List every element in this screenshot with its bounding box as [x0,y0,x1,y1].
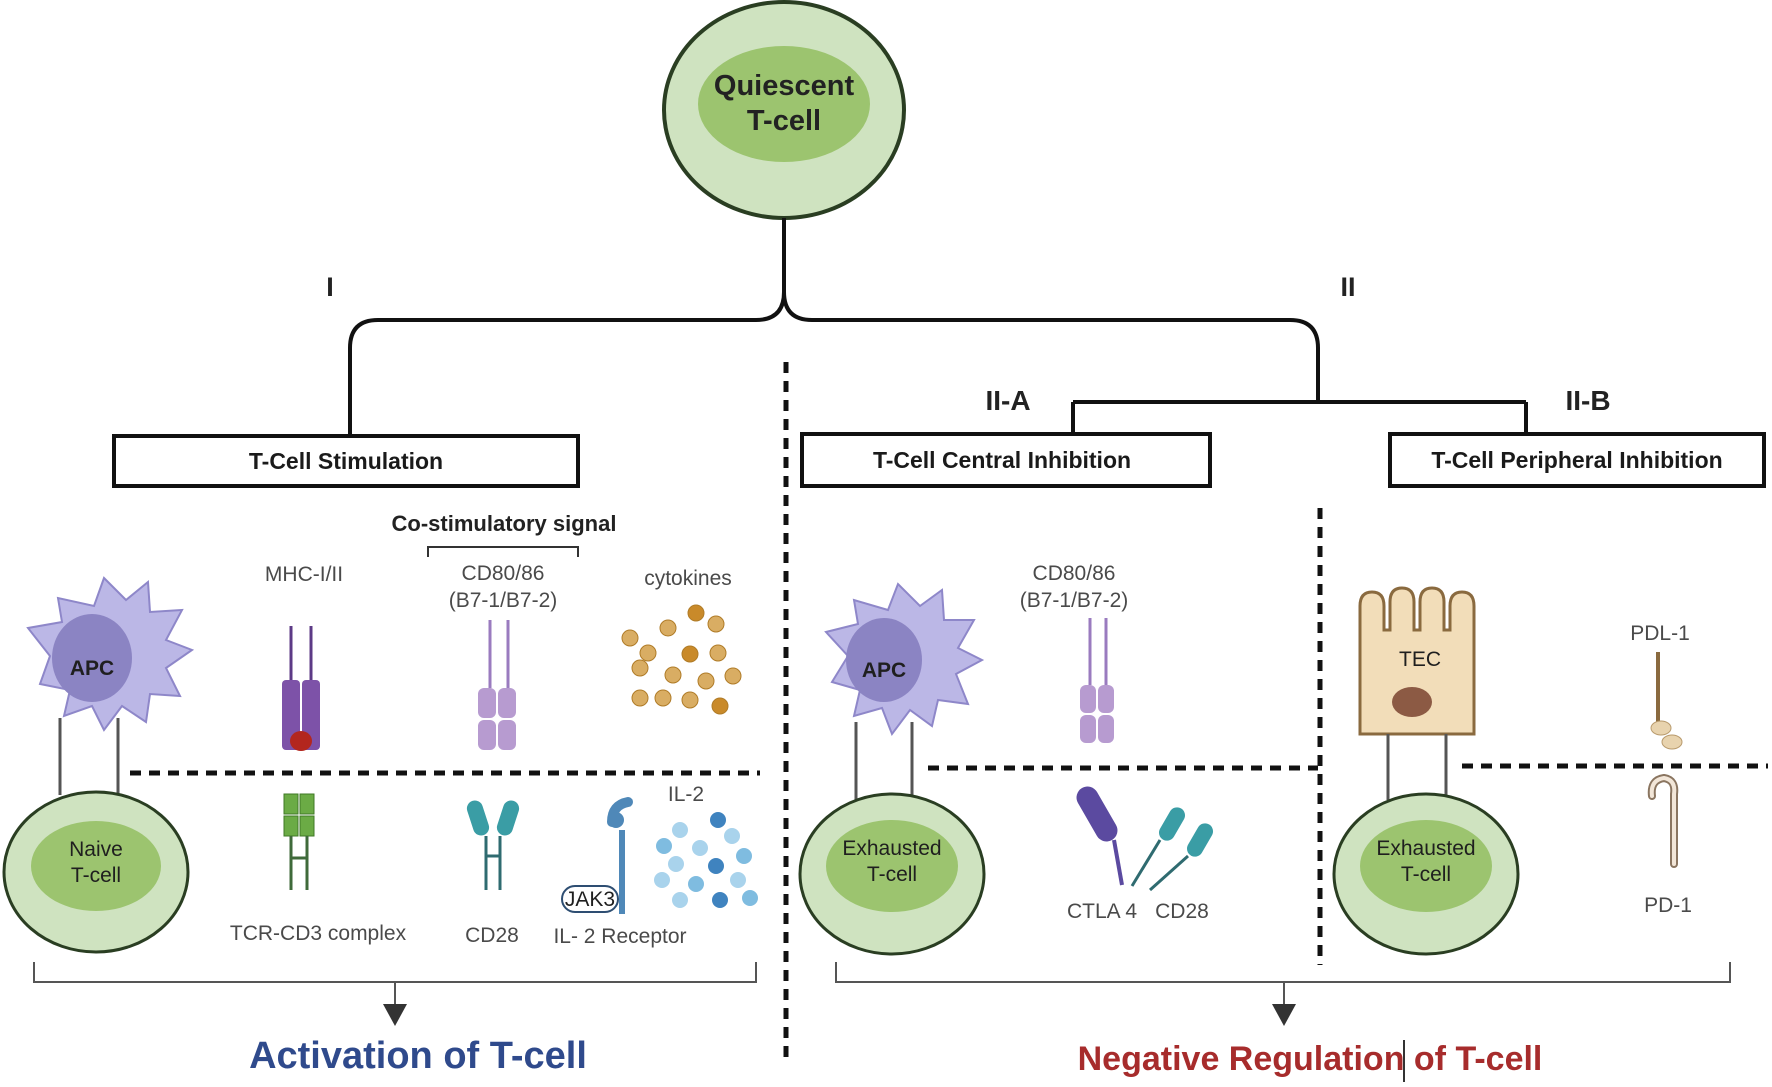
tec-cell: TEC [1358,586,1476,736]
il2-receptor-label: IL- 2 Receptor [553,925,686,948]
quiescent-t-cell: Quiescent T-cell [662,0,906,220]
cd80-central-label-line2: (B7-1/B7-2) [1020,589,1129,612]
pd1-label: PD-1 [1644,894,1692,917]
costim-header: Co-stimulatory signal [392,511,617,536]
branch-label-i: I [326,272,334,302]
ctla4-receptor [1076,786,1124,886]
cytokines-label: cytokines [644,567,732,590]
exhausted-t-cell-peripheral: Exhausted T-cell [1332,792,1520,956]
exhausted-peripheral-line2: T-cell [1401,863,1451,886]
activation-outcome: Activation of T-cell [249,1035,587,1077]
cd28-label: CD28 [465,924,519,947]
apc-cell-central: APC [824,582,985,737]
exhausted-peripheral-line1: Exhausted [1376,837,1475,860]
exhausted-central-line1: Exhausted [842,837,941,860]
exhausted-t-cell-central: Exhausted T-cell [798,792,986,956]
tec-label: TEC [1399,648,1441,671]
tec-exhausted-stalks [1386,734,1448,800]
pd1-receptor [1647,773,1679,868]
box-central-title: T-Cell Central Inhibition [873,447,1131,473]
box-t-cell-central-inhibition: T-Cell Central Inhibition [800,432,1212,488]
branch-label-ii: II [1340,272,1355,302]
naive-t-cell: Naive T-cell [2,790,190,954]
mhc-label: MHC-I/II [265,563,343,586]
root-label-line1: Quiescent [714,70,855,102]
cd80-86-receptor-central [1080,618,1114,743]
branch-label-ii-b: II-B [1565,385,1610,416]
box-stimulation-title: T-Cell Stimulation [249,448,443,474]
naive-label-line1: Naive [69,838,123,861]
costim-bracket [427,546,579,557]
tree-connectors [348,218,1528,436]
cd80-label-line2: (B7-1/B7-2) [449,589,558,612]
exhausted-central-line2: T-cell [867,863,917,886]
il2-particles [654,812,758,908]
mhc-receptor [282,626,320,751]
pdl1-label: PDL-1 [1630,622,1690,645]
cd80-label-line1: CD80/86 [462,562,545,585]
apc-central-label: APC [862,659,906,682]
il2-receptor [607,797,633,914]
cd80-central-label-line1: CD80/86 [1033,562,1116,585]
negative-regulation-outcome: Negative Regulation of T-cell [1078,1040,1543,1078]
box-t-cell-peripheral-inhibition: T-Cell Peripheral Inhibition [1388,432,1766,488]
cd28-receptor [466,800,520,890]
jak3-label: JAK3 [565,888,615,911]
tcr-cd3-label: TCR-CD3 complex [230,922,407,945]
naive-label-line2: T-cell [71,864,121,887]
il2-label: IL-2 [668,783,704,806]
jak3-kinase: JAK3 [561,885,619,913]
box-t-cell-stimulation: T-Cell Stimulation [112,434,580,488]
root-label-line2: T-cell [747,105,821,137]
box-peripheral-title: T-Cell Peripheral Inhibition [1431,447,1722,473]
negative-arrow-icon [1272,1004,1296,1026]
ctla4-label: CTLA 4 [1067,900,1137,923]
apc-label: APC [70,657,114,680]
pdl1-ligand [1650,652,1683,750]
cd28-central-label: CD28 [1155,900,1209,923]
tcr-cd3-complex [283,793,315,890]
negative-bracket [835,962,1731,1006]
apc-cell: APC [26,576,195,732]
branch-label-ii-a: II-A [985,385,1030,416]
activation-arrow-icon [383,1004,407,1026]
cd80-86-receptor [478,620,516,750]
cd28-receptor-central [1130,807,1213,892]
apc-exhausted-stalks-central [854,722,914,800]
cytokine-particles [621,604,742,715]
activation-bracket [33,962,757,1006]
apc-naive-stalks [58,718,120,795]
